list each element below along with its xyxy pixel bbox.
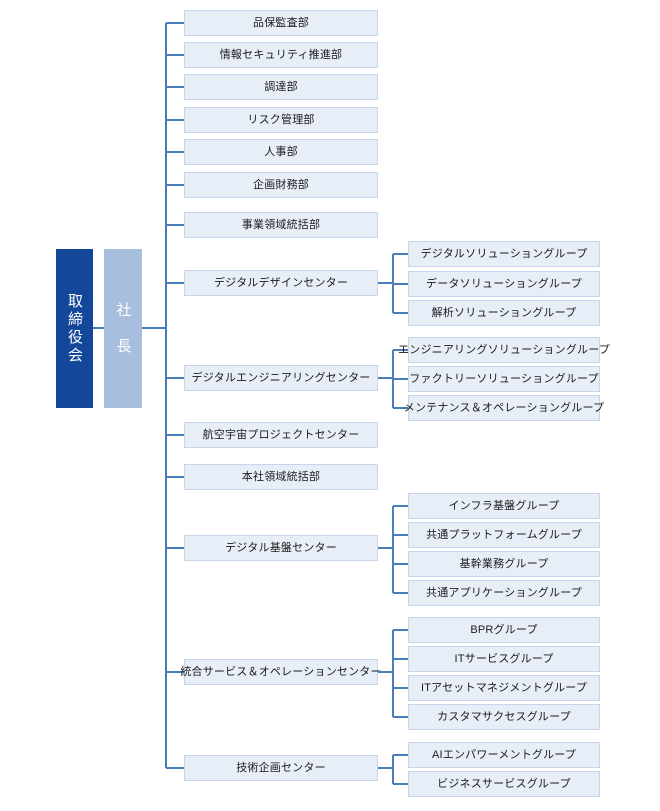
connector-d13-subtrunk — [378, 671, 393, 673]
connector-d13-child-0 — [393, 629, 408, 631]
division-node-d5[interactable]: 人事部 — [184, 139, 378, 165]
group-node-d12-0[interactable]: インフラ基盤グループ — [408, 493, 600, 519]
group-node-d12-3[interactable]: 共通アプリケーショングループ — [408, 580, 600, 606]
connector-trunk-d5 — [166, 151, 184, 153]
connector-d14-subtrunk — [378, 767, 393, 769]
connector-trunk-d9 — [166, 377, 184, 379]
group-node-d9-1[interactable]: ファクトリーソリューショングループ — [408, 366, 600, 392]
connector-d9-child-0 — [393, 349, 408, 351]
group-node-d14-1[interactable]: ビジネスサービスグループ — [408, 771, 600, 797]
group-node-d13-2[interactable]: ITアセットマネジメントグループ — [408, 675, 600, 701]
subtrunk-line-d14 — [392, 755, 394, 784]
division-node-d8[interactable]: デジタルデザインセンター — [184, 270, 378, 296]
group-node-d9-0[interactable]: エンジニアリングソリューショングループ — [398, 337, 610, 363]
connector-trunk-d8 — [166, 282, 184, 284]
connector-d8-child-2 — [393, 312, 408, 314]
division-node-d2[interactable]: 情報セキュリティ推進部 — [184, 42, 378, 68]
connector-d14-child-1 — [393, 783, 408, 785]
group-node-d13-1[interactable]: ITサービスグループ — [408, 646, 600, 672]
division-node-d13[interactable]: 統合サービス＆オペレーションセンター — [180, 659, 382, 685]
division-node-d11[interactable]: 本社領域統括部 — [184, 464, 378, 490]
connector-d13-child-1 — [393, 658, 408, 660]
group-node-d12-1[interactable]: 共通プラットフォームグループ — [408, 522, 600, 548]
group-node-d8-0[interactable]: デジタルソリューショングループ — [408, 241, 600, 267]
division-node-d1[interactable]: 品保監査部 — [184, 10, 378, 36]
connector-trunk-d7 — [166, 224, 184, 226]
connector-trunk-d6 — [166, 184, 184, 186]
connector-trunk-d12 — [166, 547, 184, 549]
connector-trunk-d3 — [166, 86, 184, 88]
connector-d13-child-2 — [393, 687, 408, 689]
connector-trunk-d10 — [166, 434, 184, 436]
group-node-d8-2[interactable]: 解析ソリューショングループ — [408, 300, 600, 326]
subtrunk-line-d13 — [392, 630, 394, 717]
president-label: 社 長 — [114, 301, 132, 356]
connector-d8-child-0 — [393, 253, 408, 255]
division-node-d9[interactable]: デジタルエンジニアリングセンター — [184, 365, 378, 391]
group-node-d14-0[interactable]: AIエンパワーメントグループ — [408, 742, 600, 768]
connector-d12-child-0 — [393, 505, 408, 507]
division-node-d14[interactable]: 技術企画センター — [184, 755, 378, 781]
subtrunk-line-d12 — [392, 506, 394, 593]
division-node-d12[interactable]: デジタル基盤センター — [184, 535, 378, 561]
connector-d8-child-1 — [393, 283, 408, 285]
connector-trunk-d1 — [166, 22, 184, 24]
connector-d9-child-1 — [393, 378, 408, 380]
connector-d9-child-2 — [393, 407, 408, 409]
connector-president-trunk — [142, 327, 166, 329]
connector-trunk-d4 — [166, 119, 184, 121]
connector-trunk-d11 — [166, 476, 184, 478]
board-of-directors-label: 取締役会 — [66, 292, 83, 365]
connector-trunk-d14 — [166, 767, 184, 769]
board-of-directors-box: 取締役会 — [56, 249, 93, 408]
connector-board-president — [93, 327, 104, 329]
connector-d12-child-3 — [393, 592, 408, 594]
group-node-d9-2[interactable]: メンテナンス＆オペレーショングループ — [404, 395, 604, 421]
division-node-d10[interactable]: 航空宇宙プロジェクトセンター — [184, 422, 378, 448]
connector-d12-subtrunk — [378, 547, 393, 549]
connector-d9-subtrunk — [378, 377, 393, 379]
division-node-d4[interactable]: リスク管理部 — [184, 107, 378, 133]
connector-trunk-d13 — [166, 671, 184, 673]
division-node-d6[interactable]: 企画財務部 — [184, 172, 378, 198]
connector-d8-subtrunk — [378, 282, 393, 284]
president-box: 社 長 — [104, 249, 142, 408]
group-node-d13-3[interactable]: カスタマサクセスグループ — [408, 704, 600, 730]
connector-d12-child-1 — [393, 534, 408, 536]
group-node-d13-0[interactable]: BPRグループ — [408, 617, 600, 643]
main-trunk-line — [165, 23, 167, 768]
group-node-d12-2[interactable]: 基幹業務グループ — [408, 551, 600, 577]
division-node-d7[interactable]: 事業領域統括部 — [184, 212, 378, 238]
division-node-d3[interactable]: 調達部 — [184, 74, 378, 100]
connector-d14-child-0 — [393, 754, 408, 756]
group-node-d8-1[interactable]: データソリューショングループ — [408, 271, 600, 297]
connector-d12-child-2 — [393, 563, 408, 565]
connector-trunk-d2 — [166, 54, 184, 56]
connector-d13-child-3 — [393, 716, 408, 718]
